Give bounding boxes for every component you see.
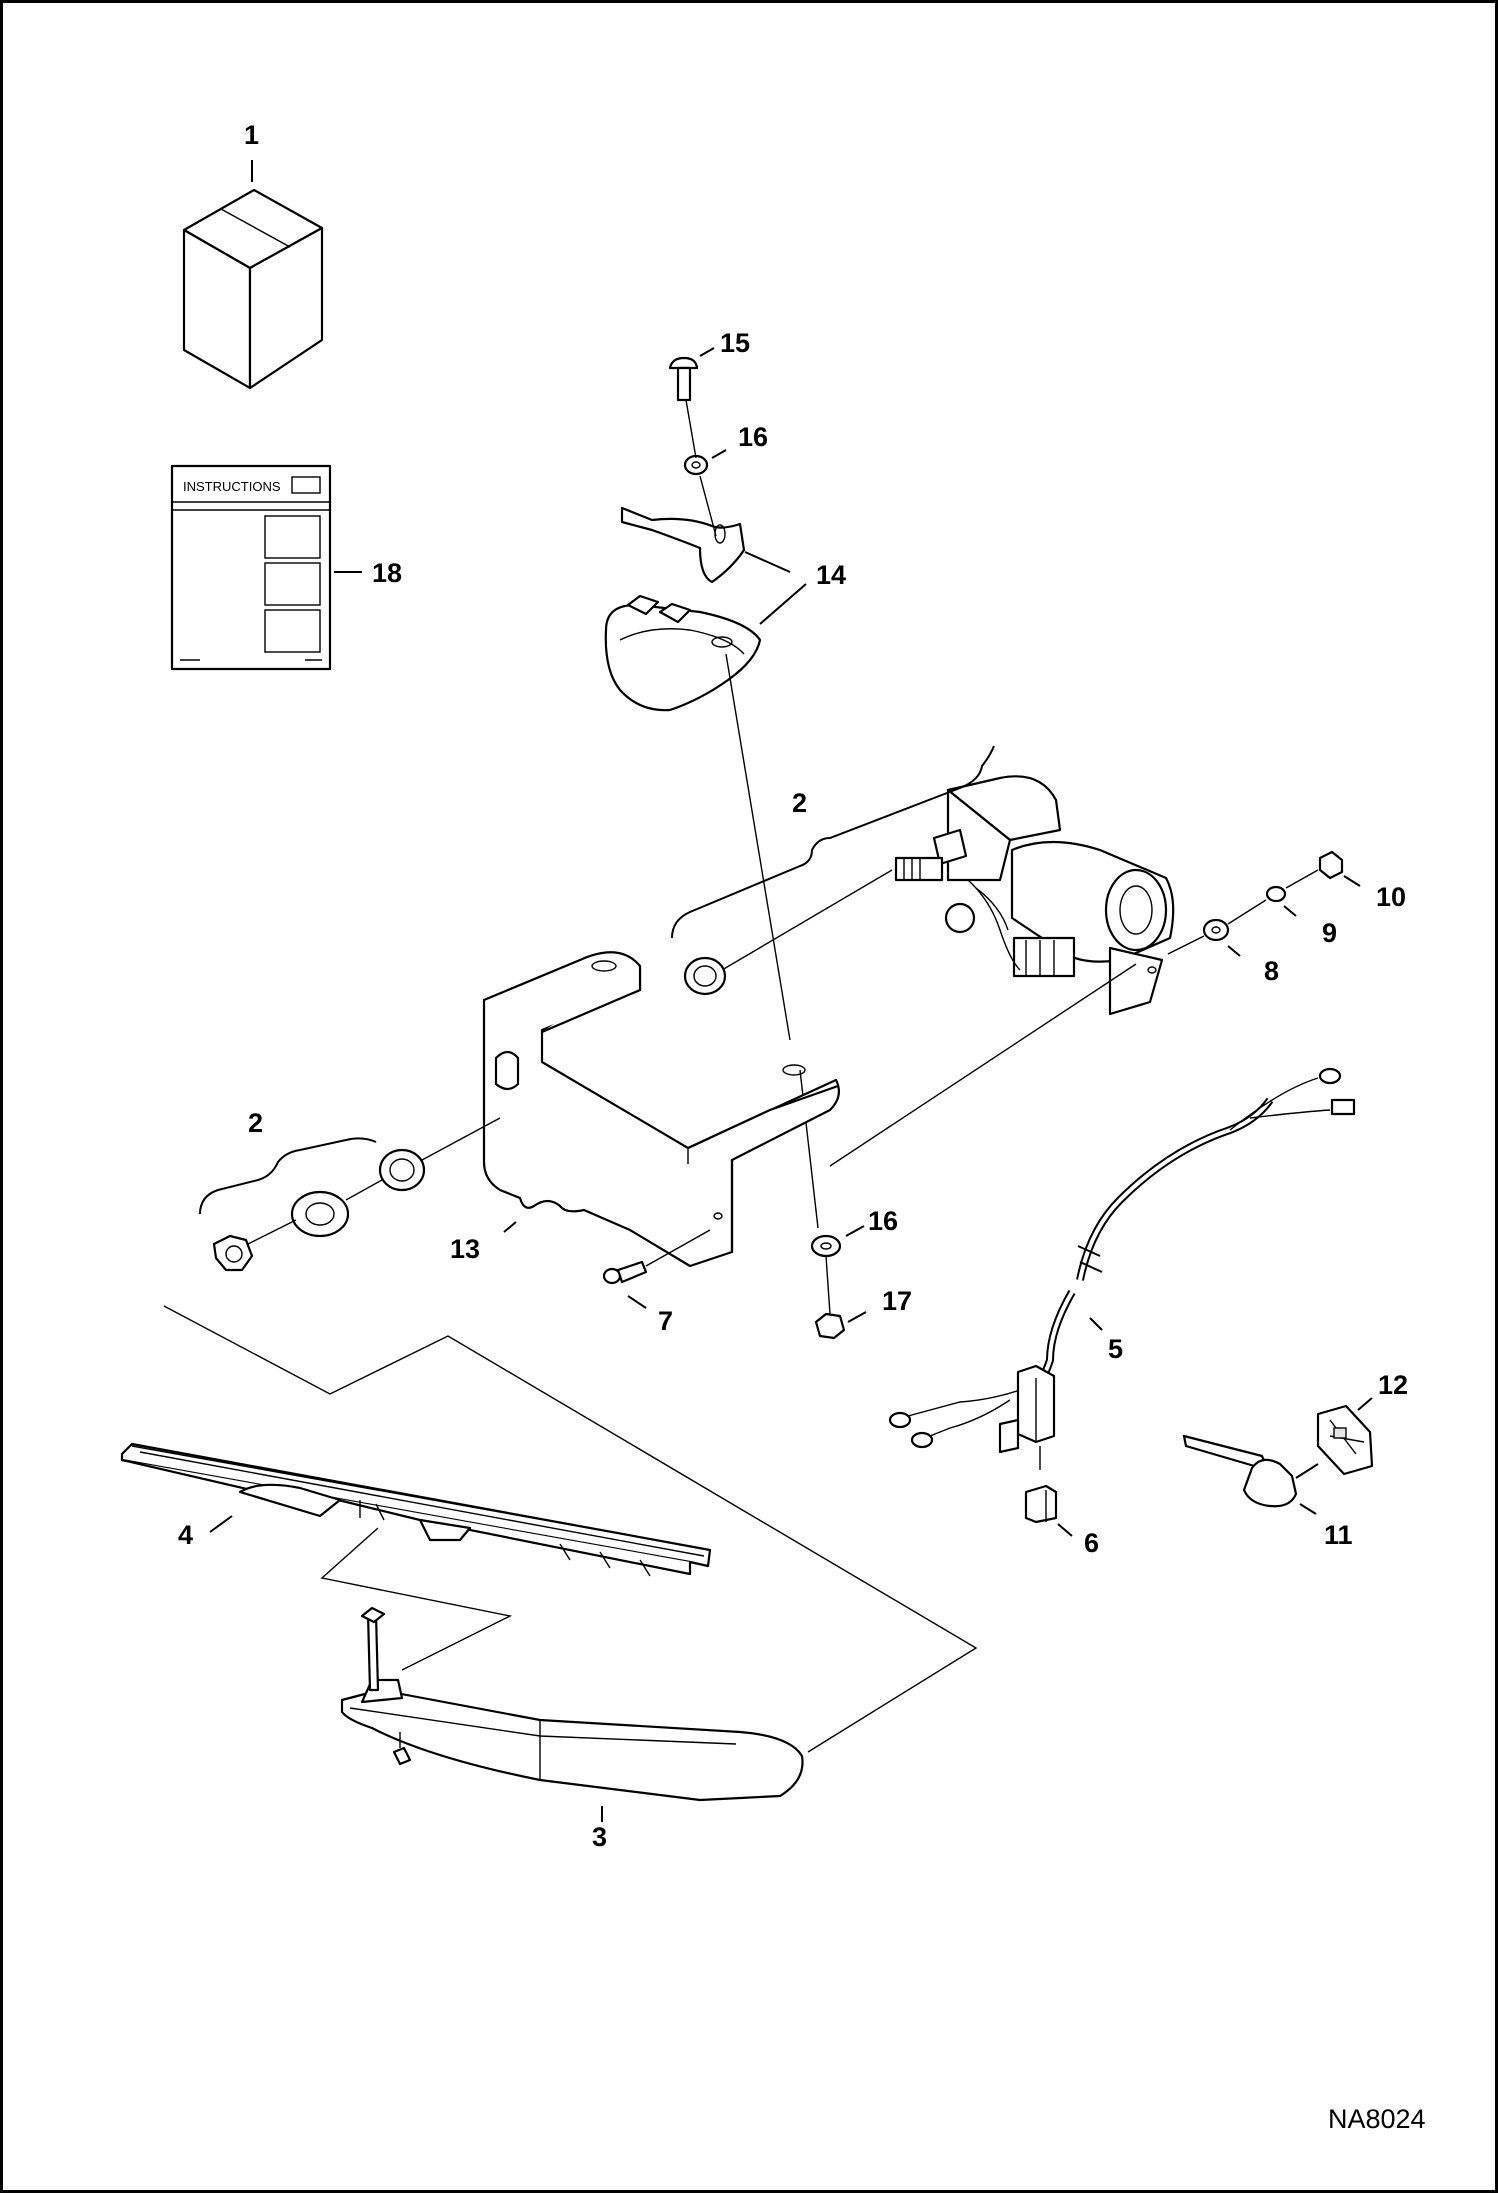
part-nut-left <box>212 1234 254 1272</box>
leader-16-bottom <box>845 1225 865 1237</box>
leader-13 <box>503 1221 517 1233</box>
assembly-line-left-1 <box>247 1219 297 1245</box>
label-12: 12 <box>1378 1370 1408 1400</box>
assembly-line-9 <box>1227 899 1267 925</box>
label-18: 18 <box>372 558 402 588</box>
part-grommet-upper <box>683 956 727 996</box>
leader-8 <box>1227 945 1241 957</box>
brace-2-left <box>199 1137 377 1215</box>
leader-15 <box>699 347 715 357</box>
label-7: 7 <box>658 1306 673 1336</box>
assembly-line-bolt-7 <box>829 963 1137 1167</box>
label-1: 1 <box>244 120 259 150</box>
part-screw-15 <box>668 356 699 402</box>
leader-6 <box>1057 1523 1073 1537</box>
part-mount-pad-12 <box>1316 1404 1374 1476</box>
assembly-line-left-3 <box>421 1117 501 1161</box>
leader-7 <box>627 1295 647 1309</box>
part-box <box>182 188 324 390</box>
assembly-line-16 <box>699 475 717 537</box>
part-fuse-6 <box>1024 1484 1058 1524</box>
label-16-top: 16 <box>738 422 768 452</box>
assembly-line-left-2 <box>345 1179 383 1201</box>
leader-16-top <box>711 449 727 459</box>
instructions-heading: INSTRUCTIONS <box>183 479 281 494</box>
part-nut-17 <box>814 1312 846 1340</box>
part-seal-left <box>378 1148 426 1192</box>
part-nut-10 <box>1318 850 1344 880</box>
assembly-line-7 <box>645 1229 711 1267</box>
part-wiper-arm-3 <box>340 1606 804 1802</box>
assembly-line-17 <box>825 1255 831 1315</box>
part-washer-16-bottom <box>810 1234 842 1258</box>
part-wiper-blade-4 <box>120 1442 712 1577</box>
drawing-code: NA8024 <box>1328 2104 1426 2134</box>
label-9: 9 <box>1322 918 1337 948</box>
label-4: 4 <box>178 1520 193 1550</box>
assembly-line-15 <box>685 399 697 459</box>
label-5: 5 <box>1108 1334 1123 1364</box>
brace-2-upper <box>671 745 995 939</box>
part-lockwasher-9 <box>1265 885 1287 903</box>
part-bracket-13 <box>482 951 841 1268</box>
part-wiper-motor <box>894 775 1175 1016</box>
label-13: 13 <box>450 1234 480 1264</box>
part-tie-strap-11 <box>1182 1434 1298 1508</box>
part-washer-16-top <box>683 454 709 476</box>
part-washer-8 <box>1202 918 1230 942</box>
leader-4 <box>209 1515 233 1533</box>
assembly-line-shaft-arm <box>163 1305 978 1753</box>
leader-11 <box>1299 1503 1317 1515</box>
leader-9 <box>1283 905 1297 917</box>
label-14: 14 <box>816 560 846 590</box>
label-2-upper: 2 <box>792 788 807 818</box>
label-3: 3 <box>592 1822 607 1852</box>
assembly-line-14 <box>725 653 791 1041</box>
assembly-line-10 <box>1285 869 1319 889</box>
label-10: 10 <box>1376 882 1406 912</box>
part-bolt-7 <box>602 1260 648 1285</box>
leader-10 <box>1343 875 1361 887</box>
leader-12 <box>1357 1397 1373 1411</box>
leader-11-link <box>1295 1463 1319 1479</box>
label-17: 17 <box>882 1286 912 1316</box>
leader-17 <box>847 1311 867 1323</box>
assembly-line-blade-arm <box>320 1527 513 1671</box>
label-15: 15 <box>720 328 750 358</box>
label-16-bottom: 16 <box>868 1206 898 1236</box>
assembly-line-motor-shaft <box>721 869 893 971</box>
part-washer-left <box>290 1190 350 1238</box>
leader-14a <box>744 551 791 573</box>
label-6: 6 <box>1084 1528 1099 1558</box>
part-clamp-14 <box>604 506 762 712</box>
label-8: 8 <box>1264 956 1279 986</box>
leader-5 <box>1089 1317 1103 1331</box>
part-harness-5 <box>888 1067 1356 1470</box>
part-instructions-sheet: INSTRUCTIONS <box>170 464 332 671</box>
assembly-line-8 <box>1167 935 1205 955</box>
label-2-left: 2 <box>248 1108 263 1138</box>
label-11: 11 <box>1324 1520 1353 1550</box>
leader-14b <box>759 583 807 625</box>
